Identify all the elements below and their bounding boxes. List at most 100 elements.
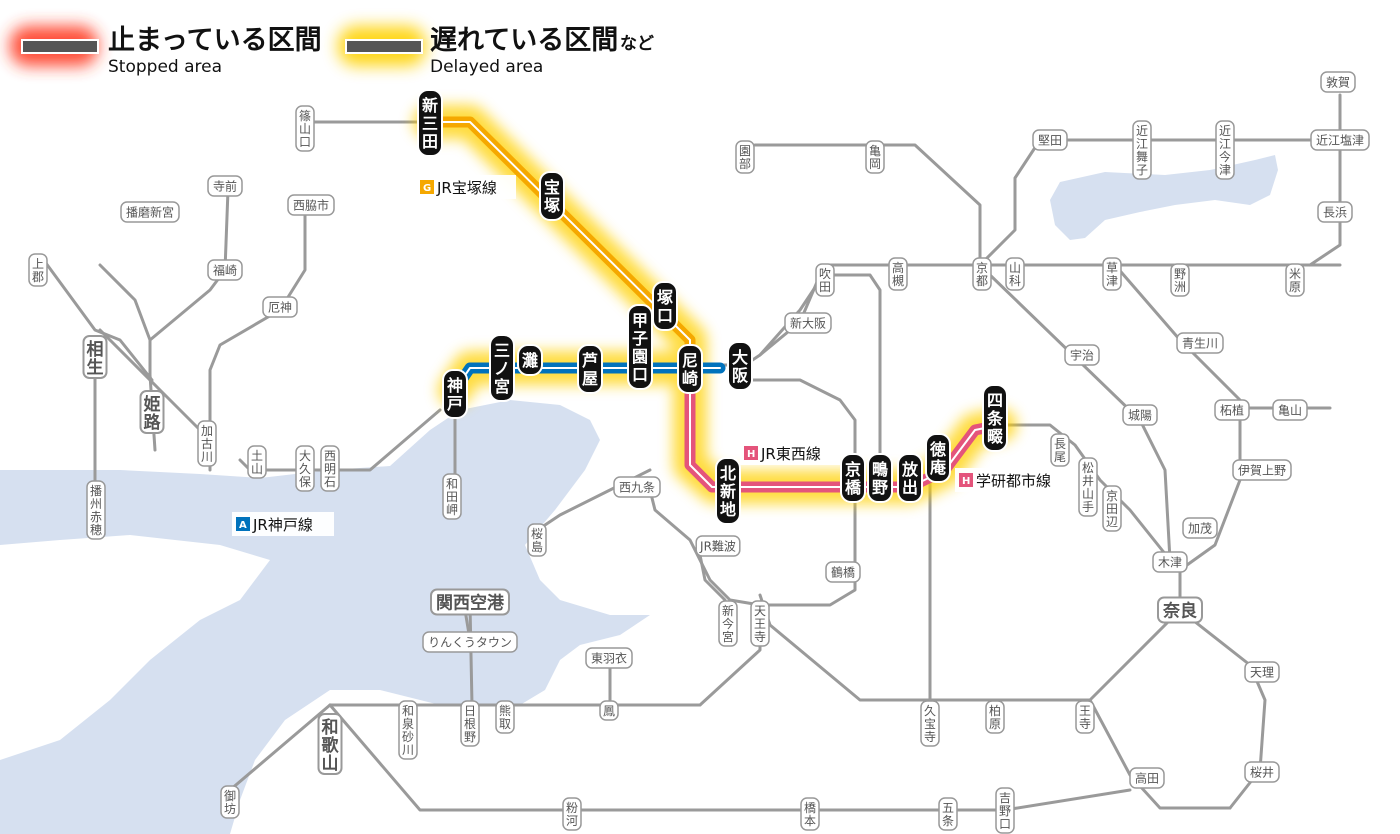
station-28[interactable]: 木津 xyxy=(1152,551,1188,573)
station-53[interactable]: 相生 xyxy=(82,335,108,379)
station-7[interactable]: 近江舞子 xyxy=(1132,120,1152,180)
affected-station-10[interactable]: 北新地 xyxy=(715,457,741,525)
station-label: 桜島 xyxy=(531,527,543,554)
station-58[interactable]: 日根野 xyxy=(460,700,480,747)
station-label: 伊賀上野 xyxy=(1238,464,1286,478)
station-16[interactable]: 高槻 xyxy=(888,257,908,291)
station-68[interactable]: 吉野口 xyxy=(995,787,1015,834)
station-label: 播磨新宮 xyxy=(126,205,174,220)
affected-station-2[interactable]: 宝塚 xyxy=(539,171,565,221)
station-66[interactable]: 橋本 xyxy=(800,797,820,831)
station-56[interactable]: 関西空港 xyxy=(430,588,510,616)
affected-station-8[interactable]: 三ノ宮 xyxy=(489,334,515,402)
affected-station-14[interactable]: 放出 xyxy=(897,453,923,503)
station-29[interactable]: 奈良 xyxy=(1157,596,1203,624)
station-59[interactable]: 熊取 xyxy=(495,700,515,734)
station-6[interactable]: 堅田 xyxy=(1032,129,1068,151)
station-10[interactable]: 近江塩津 xyxy=(1310,129,1370,151)
station-55[interactable]: 播州赤穂 xyxy=(86,480,106,540)
station-label: 関西空港 xyxy=(436,592,505,613)
station-17[interactable]: 新大阪 xyxy=(784,312,832,334)
station-57[interactable]: りんくうタウン xyxy=(422,631,518,653)
line-tags: G JR宝塚線 A JR神戸線 H JR東西線 H 学研都市線 xyxy=(232,175,1069,536)
station-12[interactable]: 米原 xyxy=(1285,263,1305,297)
station-label: 姫路 xyxy=(144,394,162,433)
station-21[interactable]: 松井山手 xyxy=(1078,457,1098,517)
station-42[interactable]: 和田岬 xyxy=(442,473,462,520)
station-3[interactable]: 亀岡 xyxy=(865,140,885,174)
station-36[interactable]: 鶴橋 xyxy=(825,561,861,583)
station-67[interactable]: 五条 xyxy=(938,797,958,831)
station-22[interactable]: 長尾 xyxy=(1050,433,1070,467)
station-19[interactable]: 城陽 xyxy=(1122,404,1158,426)
station-38[interactable]: 新今宮 xyxy=(718,600,738,647)
station-15[interactable]: 吹田 xyxy=(815,263,835,297)
affected-station-1[interactable]: 新三田 xyxy=(417,89,443,157)
station-24[interactable]: 柘植 xyxy=(1214,399,1250,421)
affected-station-12[interactable]: 京橋 xyxy=(840,453,866,503)
affected-station-7[interactable]: 灘 xyxy=(517,344,543,376)
station-25[interactable]: 亀山 xyxy=(1272,399,1308,421)
station-60[interactable]: 和泉砂川 xyxy=(398,700,418,760)
station-5[interactable]: 山科 xyxy=(1005,257,1025,291)
station-18[interactable]: 宇治 xyxy=(1064,344,1100,366)
station-9[interactable]: 敦賀 xyxy=(1320,71,1356,93)
station-52[interactable]: 上郡 xyxy=(28,253,48,287)
station-45[interactable]: 土山 xyxy=(247,445,267,479)
svg-text:G: G xyxy=(423,183,431,194)
line-tag-gakkentoshi: H 学研都市線 xyxy=(955,468,1069,492)
affected-station-9[interactable]: 神戸 xyxy=(442,369,468,419)
affected-station-6[interactable]: 芦屋 xyxy=(577,344,603,394)
station-65[interactable]: 粉河 xyxy=(562,797,582,831)
affected-station-5[interactable]: 甲子園口 xyxy=(627,304,653,390)
station-41[interactable]: 桜島 xyxy=(527,523,547,557)
station-label: 東羽衣 xyxy=(591,651,627,666)
station-39[interactable]: JR難波 xyxy=(695,535,741,557)
legend-delayed-title: 遅れている区間 xyxy=(430,25,618,56)
station-48[interactable]: 西脇市 xyxy=(287,194,335,216)
affected-station-13[interactable]: 鴫野 xyxy=(867,453,893,503)
station-23[interactable]: 青生川 xyxy=(1176,332,1224,354)
station-49[interactable]: 福崎 xyxy=(207,259,243,281)
station-label: JR難波 xyxy=(699,539,736,554)
station-label: 新大阪 xyxy=(790,316,826,331)
station-1[interactable]: 篠山口 xyxy=(295,105,315,152)
affected-station-16[interactable]: 四条畷 xyxy=(982,384,1008,452)
station-20[interactable]: 京田辺 xyxy=(1102,485,1122,532)
station-51[interactable]: 播磨新宮 xyxy=(120,201,180,223)
station-46[interactable]: 加古川 xyxy=(197,420,217,467)
station-33[interactable]: 高田 xyxy=(1129,767,1165,789)
station-label: 吹田 xyxy=(819,267,831,294)
station-61[interactable]: 東羽衣 xyxy=(585,647,633,669)
affected-station-4[interactable]: 尼崎 xyxy=(677,344,703,394)
affected-station-3[interactable]: 塚口 xyxy=(652,281,678,331)
station-31[interactable]: 桜井 xyxy=(1244,761,1280,783)
station-37[interactable]: 天王寺 xyxy=(750,600,770,647)
station-label: 城陽 xyxy=(1128,409,1152,423)
station-34[interactable]: 柏原 xyxy=(985,700,1005,734)
station-label: 亀山 xyxy=(1278,404,1302,418)
station-50[interactable]: 寺前 xyxy=(207,175,243,197)
station-43[interactable]: 西明石 xyxy=(320,445,340,492)
station-63[interactable]: 和歌山 xyxy=(317,713,343,775)
station-13[interactable]: 野洲 xyxy=(1170,263,1190,297)
affected-station-11[interactable]: 大阪 xyxy=(727,341,753,391)
station-44[interactable]: 大久保 xyxy=(295,445,315,492)
station-62[interactable]: 鳳 xyxy=(599,700,619,721)
station-30[interactable]: 天理 xyxy=(1244,661,1280,683)
station-54[interactable]: 姫路 xyxy=(139,390,165,434)
affected-station-15[interactable]: 徳庵 xyxy=(925,433,951,483)
station-26[interactable]: 伊賀上野 xyxy=(1232,459,1292,481)
station-27[interactable]: 加茂 xyxy=(1182,517,1218,539)
station-35[interactable]: 久宝寺 xyxy=(920,700,940,747)
station-4[interactable]: 京都 xyxy=(972,257,992,291)
station-47[interactable]: 厄神 xyxy=(262,296,298,318)
station-64[interactable]: 御坊 xyxy=(220,785,240,819)
station-11[interactable]: 長浜 xyxy=(1317,201,1353,223)
station-14[interactable]: 草津 xyxy=(1102,257,1122,291)
station-2[interactable]: 園部 xyxy=(735,140,755,174)
station-40[interactable]: 西九条 xyxy=(613,476,661,498)
station-8[interactable]: 近江今津 xyxy=(1215,120,1235,180)
station-label: 鶴橋 xyxy=(831,565,855,580)
station-32[interactable]: 王寺 xyxy=(1075,700,1095,734)
